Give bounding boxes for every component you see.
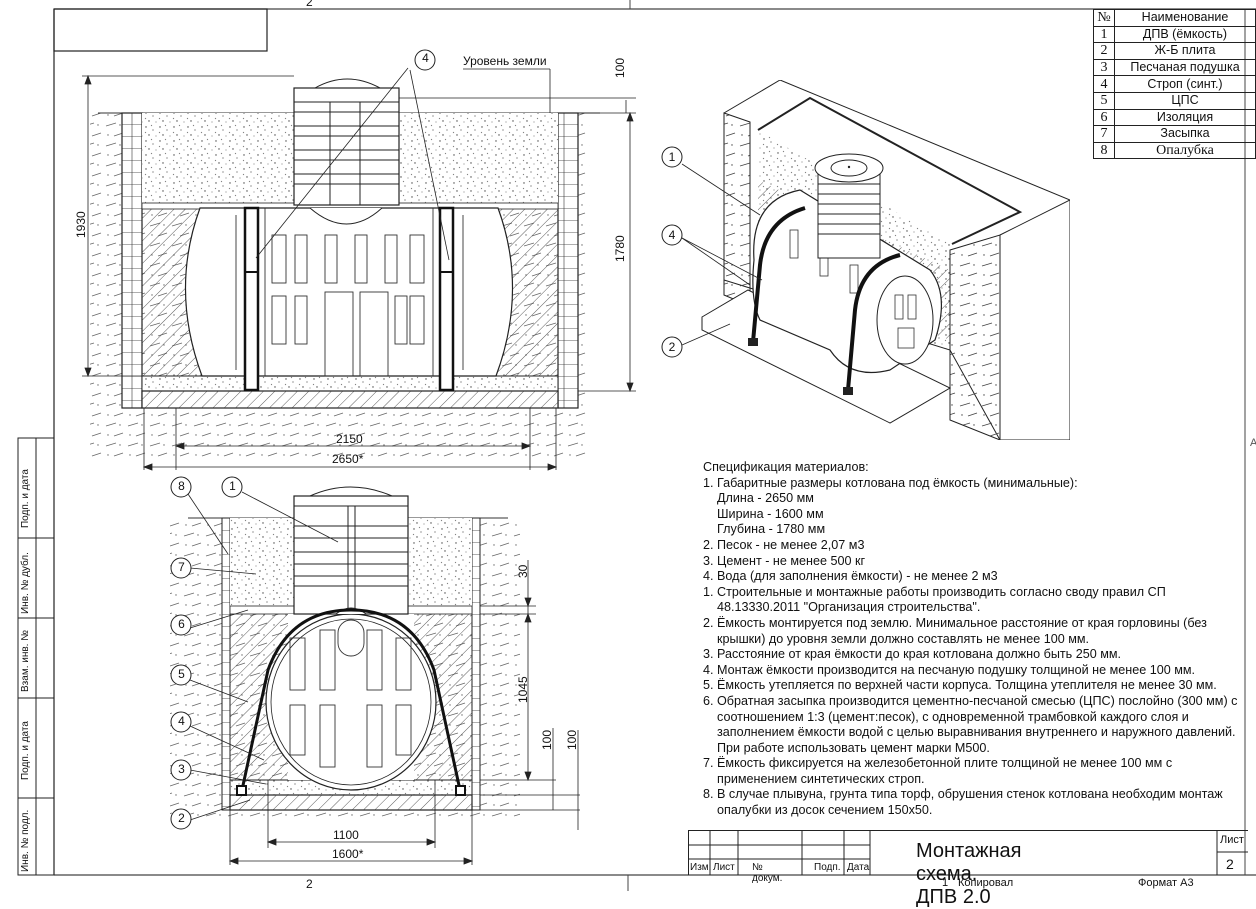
requirement-item-cont: При работе использовать цемент марки М50…	[717, 740, 990, 755]
zone-marker-bottom-right: 1	[942, 877, 949, 889]
requirement-item: 2. Ёмкость монтируется под землю. Минима…	[703, 615, 1207, 630]
dim-2150: 2150	[336, 432, 363, 446]
front-section-view	[82, 49, 636, 471]
notes-title: Спецификация материалов:	[703, 460, 869, 474]
requirement-item-cont: заполнением ёмкости водой с целью выравн…	[717, 725, 1236, 740]
col-sheet: Лист	[713, 862, 735, 873]
legend-name: Изоляция	[1114, 108, 1256, 127]
dim-1930: 1930	[74, 211, 88, 238]
title-block-grid	[688, 830, 1248, 875]
legend-no: 7	[1093, 125, 1115, 143]
stamp-sign-date-1: Подп. и дата	[20, 469, 31, 528]
side-callout-7: 7	[178, 560, 185, 574]
edge-letter: A	[1250, 437, 1256, 449]
legend-name: ЦПС	[1114, 91, 1256, 110]
col-change: Изм.	[690, 862, 712, 873]
material-item: 1. Габаритные размеры котлована под ёмко…	[703, 475, 1078, 490]
legend-name: Строп (синт.)	[1114, 75, 1256, 93]
legend-no: 4	[1093, 75, 1115, 93]
col-doc-no: № докум.	[752, 862, 783, 884]
zone-marker-bottom-left: 2	[306, 877, 313, 891]
side-callout-3: 3	[178, 762, 185, 776]
iso-callout-4: 4	[668, 228, 676, 242]
dim-1045: 1045	[516, 676, 530, 703]
side-section-view	[170, 476, 580, 865]
legend-name: ДПВ (ёмкость)	[1114, 25, 1256, 44]
col-signature: Подп.	[814, 862, 841, 873]
side-callout-1: 1	[229, 479, 236, 493]
legend-name: Ж-Б плита	[1114, 42, 1256, 60]
requirement-item: 3. Расстояние от края ёмкости до края ко…	[703, 647, 1122, 662]
requirement-item: 1. Строительные и монтажные работы произ…	[703, 584, 1166, 599]
side-callout-8: 8	[178, 479, 185, 493]
dim-1100: 1100	[333, 828, 359, 842]
side-callout-2: 2	[178, 811, 185, 825]
requirement-item: 8. В случае плывуна, грунта типа торф, о…	[703, 787, 1223, 802]
side-callout-5: 5	[178, 667, 185, 681]
stamp-dup-inv: Инв. № дубл.	[20, 552, 31, 614]
legend-name: Засыпка	[1114, 125, 1256, 143]
legend-no: 3	[1093, 58, 1115, 77]
legend-name: Опалубка	[1114, 141, 1256, 160]
dim-100-top: 100	[613, 57, 627, 78]
dim-1780: 1780	[613, 235, 627, 262]
material-item: 3. Цемент - не менее 500 кг	[703, 553, 866, 568]
dim-30: 30	[516, 564, 530, 578]
material-item: 4. Вода (для заполнения ёмкости) - не ме…	[703, 569, 998, 584]
material-item: 2. Песок - не менее 2,07 м3	[703, 537, 865, 552]
format-label: Формат А3	[1138, 877, 1194, 889]
iso-callout-1: 1	[668, 150, 676, 164]
legend-no: 5	[1093, 91, 1115, 110]
side-callout-4: 4	[178, 714, 185, 728]
legend-header-name: Наименование	[1114, 9, 1256, 27]
requirement-item: 6. Обратная засыпка производится цементн…	[703, 693, 1238, 708]
specification-notes: Спецификация материалов: 1. Габаритные р…	[703, 460, 1253, 819]
dim-1600: 1600*	[332, 847, 364, 861]
legend-no: 6	[1093, 108, 1115, 127]
stamp-sign-date-2: Подп. и дата	[20, 721, 31, 780]
material-subitem: Ширина - 1600 мм	[717, 506, 824, 521]
legend-header-no: №	[1093, 9, 1115, 27]
dim-100-sand: 100	[540, 729, 554, 750]
drawing-title: Монтажная схема. ДПВ 2.0	[916, 840, 1022, 908]
sheet-number: 2	[1226, 856, 1234, 872]
legend-header-row: № Наименование	[1093, 9, 1256, 27]
legend-name: Песчаная подушка	[1114, 58, 1256, 77]
iso-callout-2: 2	[668, 340, 676, 354]
requirement-item-cont: соотношением 1:3 (цемент:песок), с однов…	[717, 709, 1189, 724]
requirement-item-cont: крышки) до уровня земли должно составлят…	[717, 631, 1090, 646]
dim-2650: 2650*	[332, 452, 364, 466]
requirement-item: 4. Монтаж ёмкости производится на песчан…	[703, 662, 1196, 677]
ground-level-label: Уровень земли	[463, 54, 547, 68]
legend-no: 1	[1093, 25, 1115, 44]
col-date: Дата	[847, 862, 870, 873]
copied-label: Копировал	[958, 877, 1014, 889]
requirement-item-cont: 48.13330.2011 "Организация строительства…	[717, 600, 981, 615]
sheet-label: Лист	[1220, 834, 1244, 846]
dim-100-slab: 100	[565, 729, 579, 750]
front-callout-4: 4	[422, 51, 429, 65]
stamp-replace-inv: Взам. инв. №	[20, 630, 31, 692]
requirement-item: 7. Ёмкость фиксируется на железобетонной…	[703, 756, 1173, 771]
stamp-orig-inv: Инв. № подл.	[20, 809, 31, 872]
legend-no: 8	[1093, 141, 1115, 160]
isometric-view	[661, 80, 1070, 440]
side-callout-6: 6	[178, 617, 185, 631]
requirement-item: 5. Ёмкость утепляется по верхней части к…	[703, 678, 1217, 693]
legend-no: 2	[1093, 42, 1115, 60]
zone-marker-top: 2	[306, 0, 313, 9]
material-subitem: Глубина - 1780 мм	[717, 522, 826, 537]
material-subitem: Длина - 2650 мм	[717, 491, 814, 506]
requirement-item-cont: опалубки из досок сечением 150х50.	[717, 803, 933, 818]
requirement-item-cont: применением синтетических строп.	[717, 771, 925, 786]
